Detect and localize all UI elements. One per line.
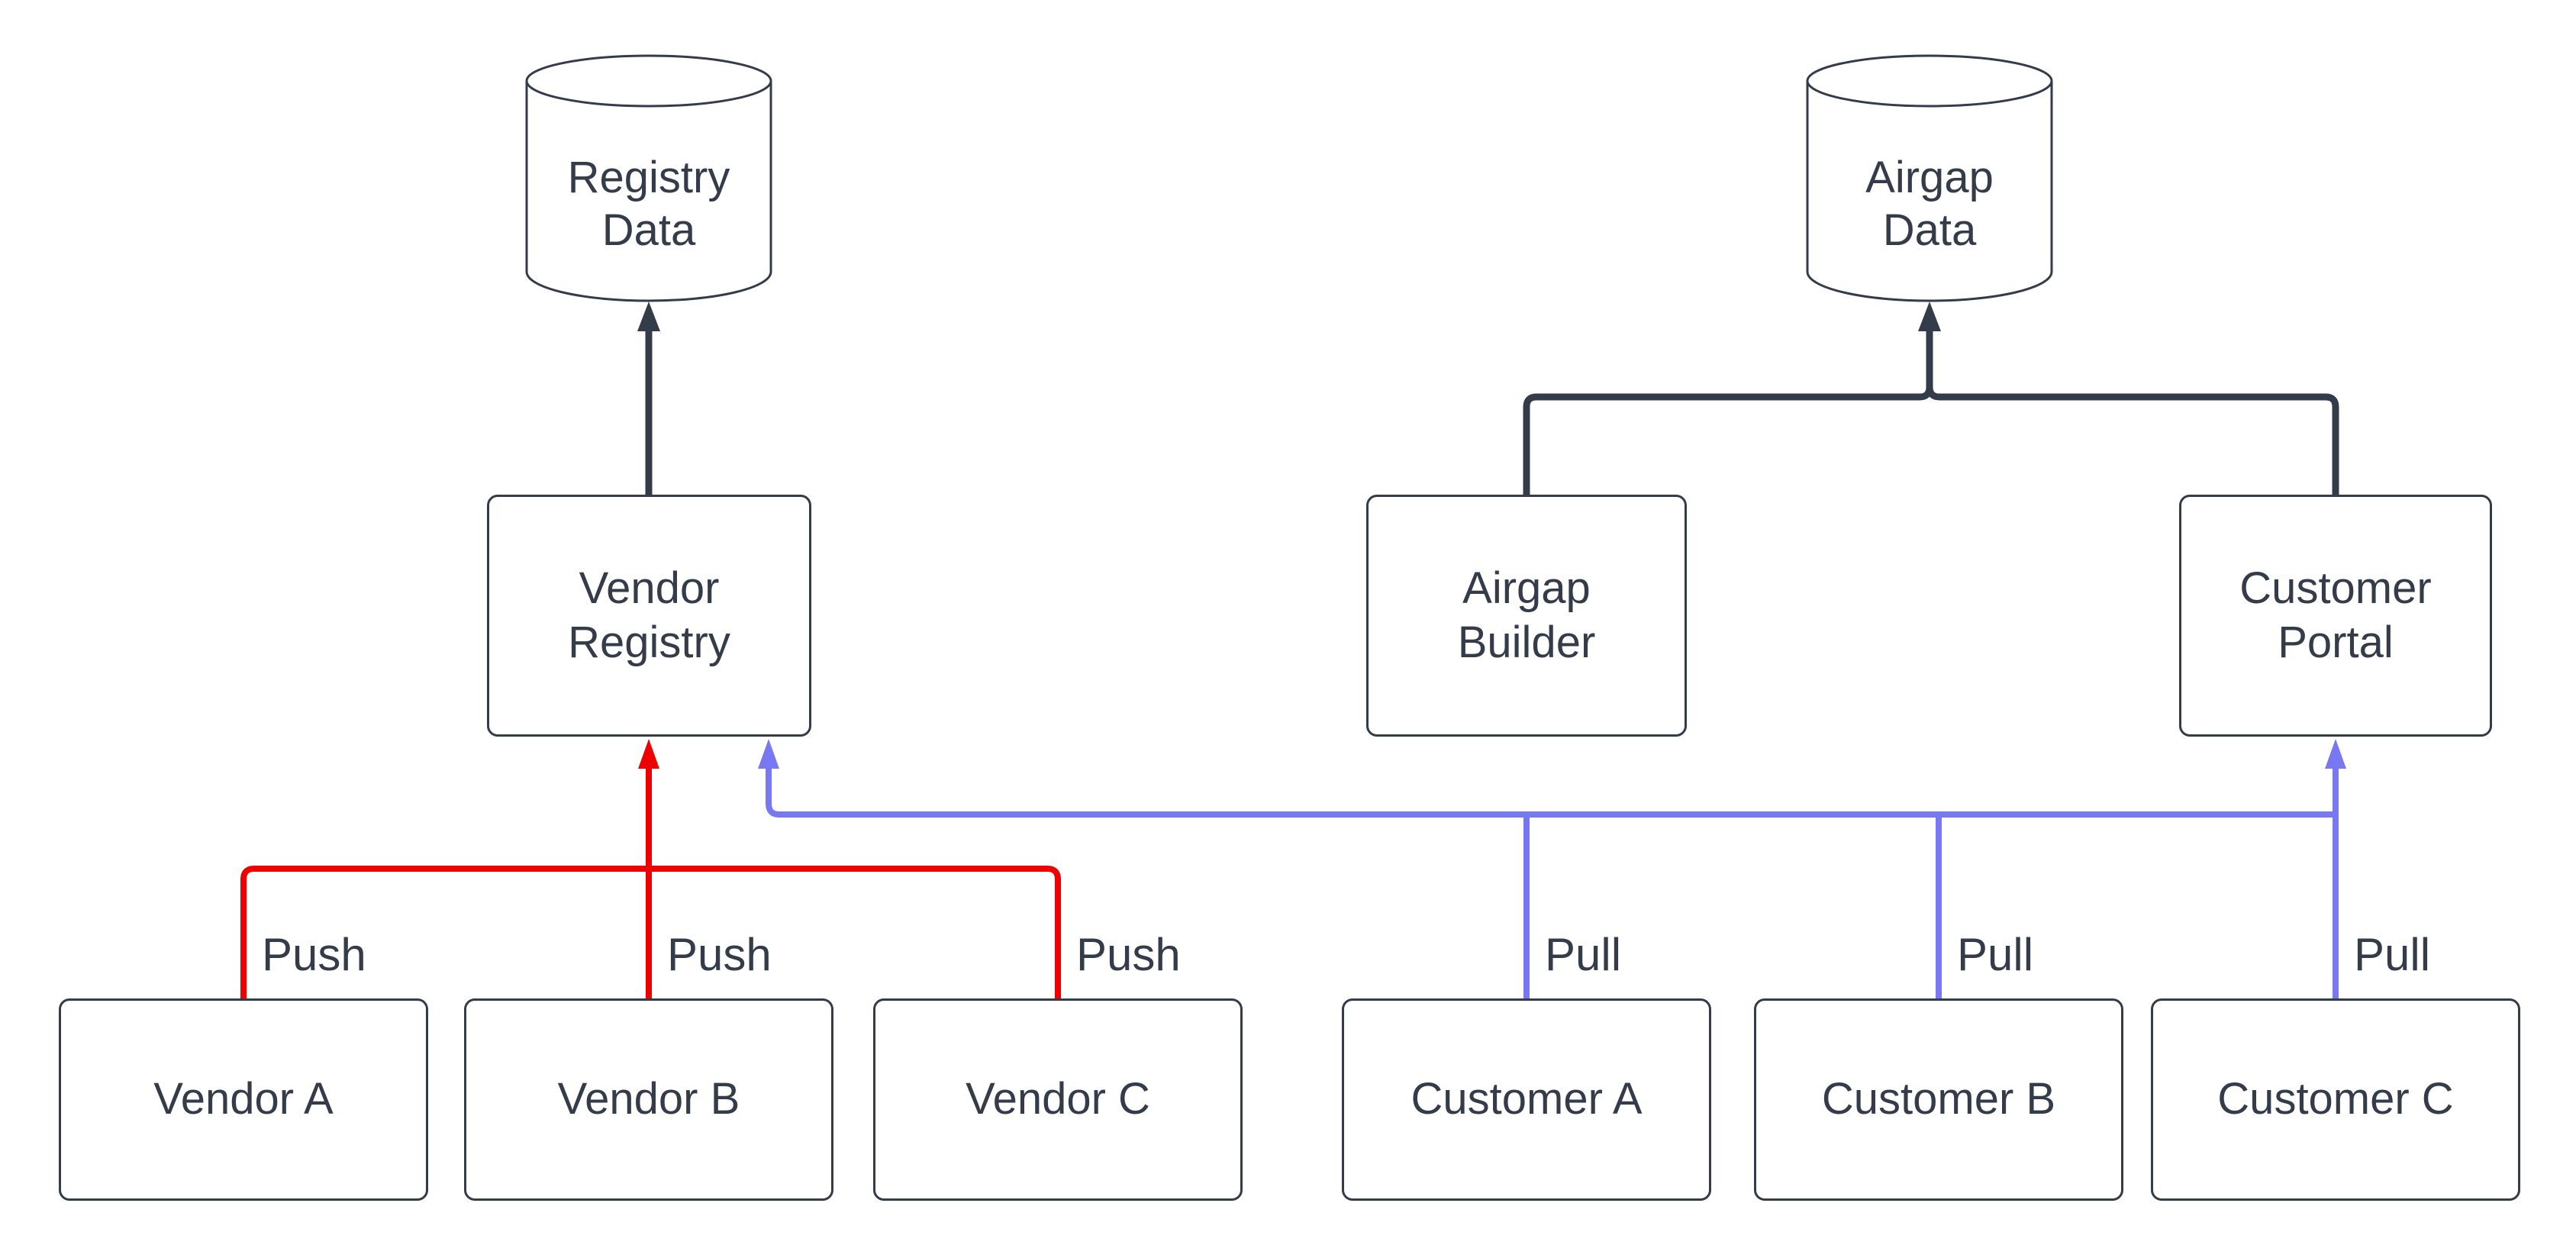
node-customer-portal: Customer Portal (2179, 495, 2492, 737)
node-vendor-registry: Vendor Registry (487, 495, 811, 737)
arrowhead-blue-customer-portal (2325, 739, 2346, 769)
arrowhead-red-vendor-registry (638, 739, 659, 769)
node-vendor-c: Vendor C (873, 998, 1243, 1201)
node-airgap-builder: Airgap Builder (1366, 495, 1687, 737)
node-customer-c: Customer C (2151, 998, 2520, 1201)
arrowhead-airgap-data (1918, 302, 1941, 331)
node-customer-b: Customer B (1754, 998, 2123, 1201)
cylinder-airgap-data-top (1806, 54, 2053, 108)
edge-label-pull-customer-b: Pull (1957, 929, 2034, 980)
edge-vendor-c-push (649, 866, 1061, 998)
arrowhead-blue-vendor-registry (758, 739, 779, 769)
edge-airgap-builder-to-airgap-data (1523, 331, 1933, 495)
node-vendor-b: Vendor B (464, 998, 833, 1201)
edge-label-pull-customer-a: Pull (1545, 929, 1622, 980)
edge-label-push-vendor-a: Push (262, 929, 366, 980)
cylinder-airgap-data-body (1806, 81, 2053, 302)
cylinder-registry-data-body (525, 81, 772, 302)
arrowhead-registry-data (637, 302, 660, 331)
node-customer-a: Customer A (1342, 998, 1711, 1201)
node-airgap-data-label: Airgap Data (1865, 153, 1994, 255)
cylinder-airgap-data (1806, 54, 2053, 302)
cylinder-registry-data (525, 54, 772, 302)
edge-label-push-vendor-b: Push (667, 929, 772, 980)
edge-label-push-vendor-c: Push (1076, 929, 1181, 980)
node-registry-data-label: Registry Data (567, 153, 730, 255)
cylinder-registry-data-top (525, 54, 772, 108)
edge-label-pull-customer-c: Pull (2354, 929, 2431, 980)
node-vendor-a: Vendor A (59, 998, 428, 1201)
edge-customer-portal-to-airgap-data (1926, 331, 2339, 495)
edge-pull-trunk (766, 768, 2336, 818)
edge-vendor-a-push (240, 866, 649, 998)
